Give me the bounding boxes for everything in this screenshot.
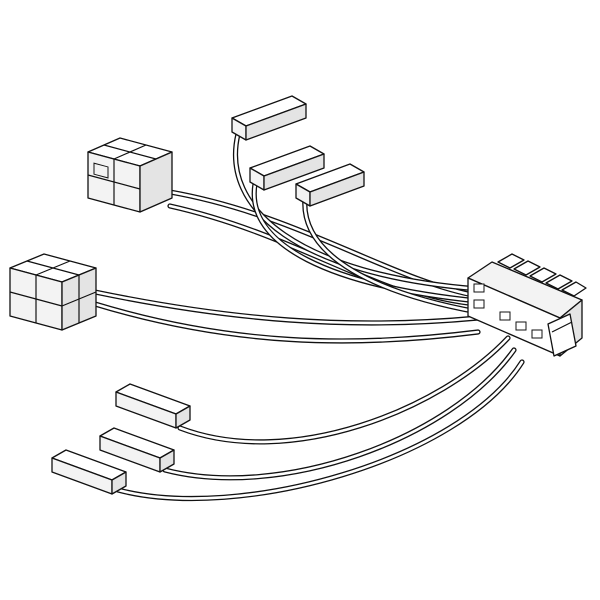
wire-top-terminal-3 xyxy=(302,195,481,315)
wire-lower-plug-b xyxy=(92,301,481,344)
bottom-terminal-2 xyxy=(99,427,175,473)
upper-power-plug xyxy=(87,137,173,213)
wire-bottom-terminal-1 xyxy=(177,335,511,445)
connector-pin-row xyxy=(497,253,587,297)
wires xyxy=(92,131,525,502)
top-terminal-1 xyxy=(231,95,307,141)
wire-top-terminal-2 xyxy=(251,181,481,304)
bottom-terminal-3 xyxy=(51,449,127,495)
wire-top-terminal-1 xyxy=(232,131,481,292)
wire-bottom-terminal-3 xyxy=(115,359,525,502)
top-terminal-3 xyxy=(295,163,365,207)
lower-power-plug xyxy=(9,253,97,331)
connector-wire-entries xyxy=(473,283,543,339)
bottom-terminal-1 xyxy=(115,383,191,429)
wire-upper-plug-a xyxy=(167,189,481,299)
connector-latch xyxy=(547,313,577,357)
main-connector xyxy=(467,253,587,357)
wire-bottom-terminal-2 xyxy=(162,347,517,481)
wire-lower-plug-a xyxy=(92,289,481,326)
top-terminal-2 xyxy=(249,145,325,191)
